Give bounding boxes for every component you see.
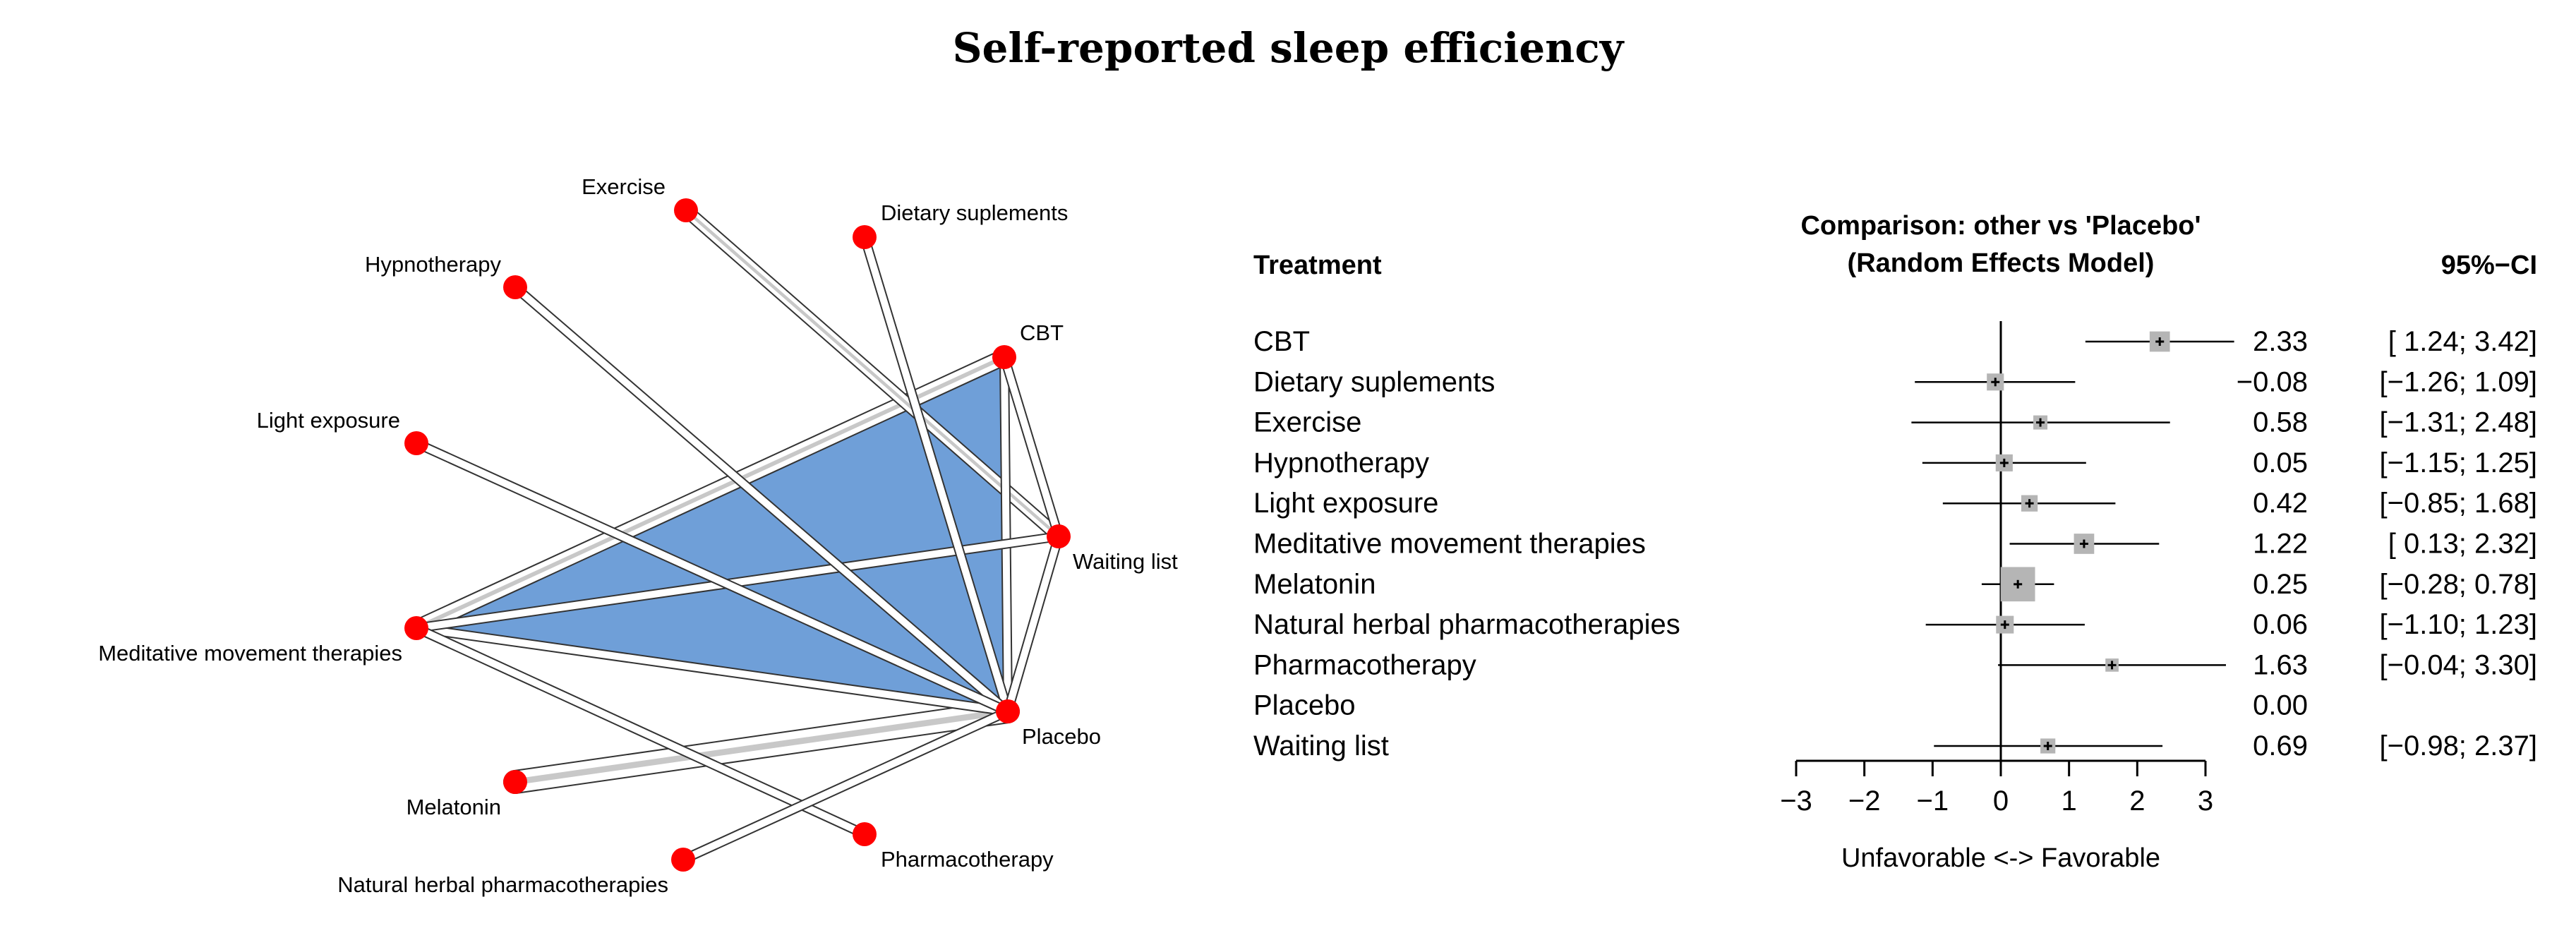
row-estimate-label: 1.63 [2253,649,2308,680]
comparison-header-line2: (Random Effects Model) [1848,248,2155,278]
network-node-cbt [992,345,1016,369]
network-node-meditative-movement-therapies [404,616,428,640]
row-treatment-label: Hypnotherapy [1253,447,1429,478]
x-tick-label: −3 [1780,785,1812,817]
row-treatment-label: Exercise [1253,407,1361,438]
row-treatment-label: Placebo [1253,690,1356,721]
comparison-header-line1: Comparison: other vs 'Placebo' [1800,211,2201,241]
figure-title: Self-reported sleep efficiency [953,24,1625,72]
row-ci-label: [−0.85; 1.68] [2379,488,2537,519]
forest-row-waiting-list: Waiting list 0.69 [−0.98; 2.37] [1253,730,2537,762]
row-estimate-label: 1.22 [2253,529,2308,560]
row-estimate-label: 0.25 [2253,569,2308,600]
forest-row-melatonin: Melatonin 0.25 [−0.28; 0.78] [1253,567,2537,602]
network-label-hypnotherapy: Hypnotherapy [365,252,502,277]
x-tick-label: 0 [1993,785,2009,817]
network-label-waiting-list: Waiting list [1073,549,1178,574]
row-estimate-label: 0.42 [2253,488,2308,519]
row-ci-label: [ 1.24; 3.42] [2388,326,2537,357]
row-ci-label: [−0.98; 2.37] [2379,730,2537,762]
x-axis-label: Unfavorable <-> Favorable [1841,843,2160,873]
network-label-meditative-movement-therapies: Meditative movement therapies [98,641,402,666]
network-edge-cbt-placebo [999,352,1013,716]
network-label-natural-herbal-pharmacotherapies: Natural herbal pharmacotherapies [337,872,668,897]
treatment-header: Treatment [1253,251,1382,280]
network-node-dietary-suplements [853,225,877,249]
row-treatment-label: Pharmacotherapy [1253,649,1476,680]
row-ci-label: [−1.15; 1.25] [2379,447,2537,478]
network-edge-meditative-movement-therapies-placebo [411,623,1013,716]
network-label-dietary-suplements: Dietary suplements [881,200,1068,225]
forest-row-dietary-suplements: Dietary suplements −0.08 [−1.26; 1.09] [1253,366,2537,397]
network-edge-melatonin-placebo [503,699,1020,794]
row-treatment-label: Natural herbal pharmacotherapies [1253,609,1680,640]
network-node-placebo [996,699,1020,723]
row-ci-label: [−1.31; 2.48] [2379,407,2537,438]
row-treatment-label: CBT [1253,326,1310,357]
row-treatment-label: Dietary suplements [1253,366,1495,397]
network-edge-meditative-movement-therapies-waiting-list [411,531,1064,633]
row-estimate-label: 2.33 [2253,326,2308,357]
network-edge-dietary-suplements-placebo [860,232,1013,716]
network-node-pharmacotherapy [853,822,877,846]
network-edge-light-exposure-placebo [411,438,1013,716]
row-treatment-label: Melatonin [1253,569,1376,600]
forest-row-placebo: Placebo 0.00 [1253,690,2308,721]
x-tick-label: 2 [2129,785,2145,817]
row-treatment-label: Waiting list [1253,730,1389,762]
network-node-exercise [674,198,698,222]
ci-header: 95%−CI [2441,251,2537,280]
network-edge-cbt-waiting-list [999,352,1064,541]
row-estimate-label: −0.08 [2237,366,2308,397]
x-tick-label: −1 [1917,785,1949,817]
network-node-hypnotherapy [503,275,527,299]
network-shaded-triangle [416,357,1008,711]
forest-row-light-exposure: Light exposure 0.42 [−0.85; 1.68] [1253,488,2537,519]
row-estimate-label: 0.05 [2253,447,2308,478]
network-label-light-exposure: Light exposure [257,408,400,433]
row-estimate-label: 0.06 [2253,609,2308,640]
row-estimate-label: 0.00 [2253,690,2308,721]
forest-row-meditative-movement-therapies: Meditative movement therapies 1.22 [ 0.13;… [1253,529,2537,560]
network-label-exercise: Exercise [582,174,666,199]
network-node-light-exposure [404,431,428,455]
network-edge-meditative-movement-therapies-pharmacotherapy [411,623,869,839]
network-label-pharmacotherapy: Pharmacotherapy [881,847,1054,872]
network-node-melatonin [503,770,527,794]
forest-row-cbt: CBT 2.33 [ 1.24; 3.42] [1253,326,2537,357]
network-label-placebo: Placebo [1022,724,1101,749]
network-edge-natural-herbal-pharmacotherapies-placebo [678,706,1013,865]
x-tick-label: −2 [1848,785,1881,817]
network-label-cbt: CBT [1020,320,1064,345]
x-tick-label: 3 [2198,785,2213,817]
forest-row-pharmacotherapy: Pharmacotherapy 1.63 [−0.04; 3.30] [1253,649,2537,680]
network-node-natural-herbal-pharmacotherapies [671,848,695,872]
row-estimate-label: 0.69 [2253,730,2308,762]
forest-row-exercise: Exercise 0.58 [−1.31; 2.48] [1253,407,2537,438]
row-estimate-label: 0.58 [2253,407,2308,438]
forest-plot: Treatment Comparison: other vs 'Placebo'… [1253,211,2537,873]
forest-row-hypnotherapy: Hypnotherapy 0.05 [−1.15; 1.25] [1253,447,2537,478]
row-ci-label: [−1.26; 1.09] [2379,366,2537,397]
forest-row-natural-herbal-pharmacotherapies: Natural herbal pharmacotherapies 0.06 [−1.… [1253,609,2537,640]
row-treatment-label: Light exposure [1253,488,1438,519]
network-edge-exercise-waiting-list [679,203,1066,543]
row-ci-label: [−1.10; 1.23] [2379,609,2537,640]
row-ci-label: [−0.28; 0.78] [2379,569,2537,600]
row-ci-label: [−0.04; 3.30] [2379,649,2537,680]
row-treatment-label: Meditative movement therapies [1253,529,1646,560]
x-tick-label: 1 [2062,785,2077,817]
network-edge-waiting-list-placebo [1003,531,1064,716]
network-node-waiting-list [1047,524,1071,548]
row-ci-label: [ 0.13; 2.32] [2388,529,2537,560]
network-edge-hypnotherapy-placebo [510,282,1013,716]
network-label-melatonin: Melatonin [407,795,501,819]
